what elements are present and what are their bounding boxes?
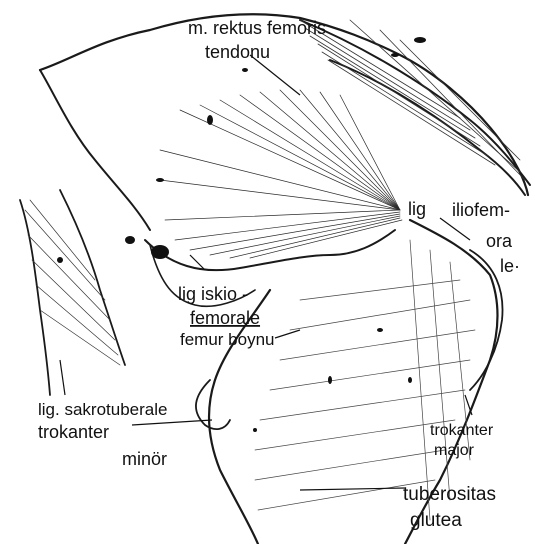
sacrotuberous-ligament [20,190,125,395]
sacrotuberous-fibers [25,200,120,365]
leader-trokanter-major [465,395,472,415]
label-rectus-line1: m. rektus femoris [188,18,326,38]
label-iliofemorale-2: ora [486,231,513,251]
label-sakrotuberale: lig. sakrotuberale [38,400,167,419]
label-tuberositas-1: tuberositas [403,484,496,505]
label-iliofemorale-1: iliofem- [452,200,510,220]
femur-shaft-left [209,290,270,544]
rectus-tendon-fibers [300,20,525,180]
label-rectus-line2: tendonu [205,42,270,62]
ilium-lower-edge [40,70,150,230]
label-femur-boynu: femur boynu [180,330,275,349]
ilium-outline [40,14,528,195]
leader-trokanter-minor [132,420,212,425]
leader-lines [60,55,472,490]
iliofemoral-ligament-fibers [160,90,402,258]
label-iliofemorale-3: le· [500,256,520,276]
leader-tuberositas [300,488,405,490]
label-iskio-1: lig iskio - [178,284,248,304]
label-iskio-2: femorale [190,308,260,328]
anatomical-labels: m. rektus femoris tendonu lig iliofem- o… [38,18,520,531]
anatomy-drawing [20,14,530,544]
label-tuberositas-2: glutea [410,510,462,531]
leader-femur-boynu [275,330,300,338]
leader-sakrotuberale [60,360,65,395]
leader-iliofemorale [440,218,470,240]
label-trokanter-major-2: major [434,442,475,459]
label-trokanter-minor-2: minör [122,449,167,469]
label-trokanter-minor-1: trokanter [38,422,109,442]
label-iliofemorale-lig: lig [408,199,426,219]
label-trokanter-major-1: trokanter [430,422,494,439]
